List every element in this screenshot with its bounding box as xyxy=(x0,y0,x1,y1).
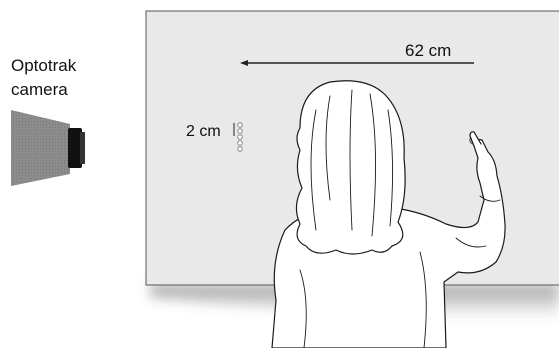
spacing-label: 2 cm xyxy=(186,123,221,140)
width-label: 62 cm xyxy=(405,41,451,60)
optotrak-camera-icon xyxy=(11,110,85,186)
camera-label-line1: Optotrak xyxy=(11,56,77,75)
camera-label-line2: camera xyxy=(11,80,68,99)
